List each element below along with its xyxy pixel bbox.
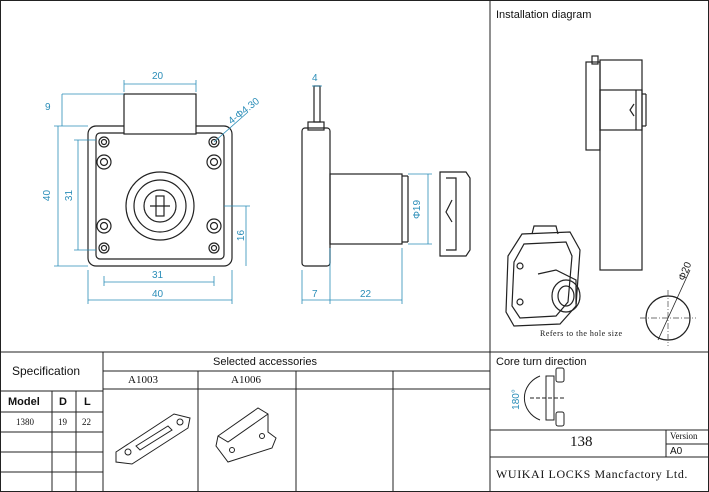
dim-side-top: 4 [312,73,318,84]
company-name: WUIKAI LOCKS Mancfactory Ltd. [496,467,689,481]
accessory-a1003-label: A1003 [128,374,158,386]
spec-l-value: 22 [82,417,91,427]
dim-height-inner: 31 [64,189,76,202]
dim-side-7: 7 [312,289,318,300]
accessory-a1006-label: A1006 [231,374,261,386]
dim-bottom-inner: 31 [152,270,164,281]
side-view-dimensions [301,85,432,304]
installation-title: Installation diagram [496,9,592,21]
core-turn-angle: 180° [510,389,522,410]
accessory-a1003-drawing [115,413,191,465]
hole-leader [657,269,691,341]
dim-side-diameter: Φ19 [412,199,424,220]
installation-drawing [505,55,691,341]
dim-right-16: 16 [236,229,248,242]
accessory-a1006-drawing [215,407,277,463]
version-value: A0 [670,446,683,457]
spec-d-value: 19 [58,417,67,427]
accessories-title: Selected accessories [213,356,317,368]
specification-title: Specification [12,364,81,378]
dim-height-outer: 40 [42,189,54,202]
dim-left-top: 9 [45,102,51,113]
spec-header-d: D [59,396,67,408]
dim-bottom-outer: 40 [152,289,164,300]
hole-size-note: Refers to the hole size [540,329,623,338]
spec-header-model: Model [8,396,40,408]
dim-top-width: 20 [152,71,164,82]
front-view-dimensions [54,80,250,304]
spec-model-value: 1380 [16,417,34,427]
version-label: Version [670,431,698,441]
drawing-number: 138 [570,434,593,450]
core-turn-drawing [523,367,566,427]
front-view-drawing [87,93,233,267]
side-view-drawing [301,85,471,267]
dim-side-22: 22 [360,289,372,300]
spec-header-l: L [84,396,91,408]
core-turn-title: Core turn direction [496,356,587,368]
